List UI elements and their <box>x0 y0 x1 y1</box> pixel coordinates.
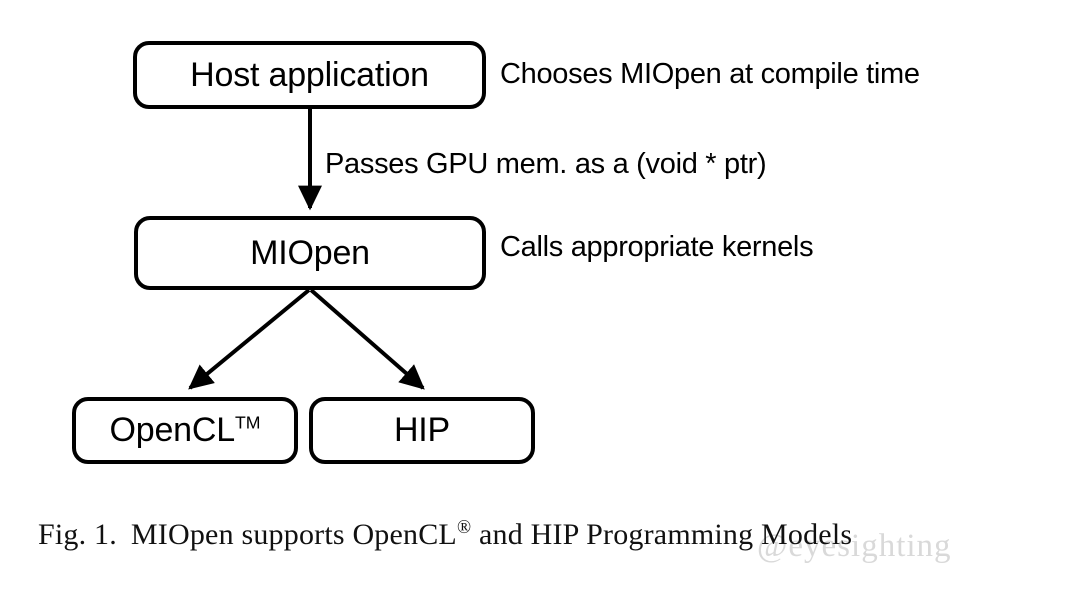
edge-miopen-to-opencl <box>188 288 311 390</box>
node-host-application-label: Host application <box>190 55 429 94</box>
node-opencl[interactable]: OpenCLTM <box>72 397 298 464</box>
annotation-passes-mem: Passes GPU mem. as a (void * ptr) <box>325 148 767 180</box>
node-opencl-label-text: OpenCL <box>109 411 236 449</box>
watermark-text: @eyesighting <box>757 528 952 564</box>
node-miopen-label: MIOpen <box>250 233 370 272</box>
annotation-compile-time: Chooses MIOpen at compile time <box>500 58 920 90</box>
node-opencl-label: OpenCLTM <box>110 411 261 450</box>
node-miopen[interactable]: MIOpen <box>134 216 486 290</box>
annotation-calls-kernels: Calls appropriate kernels <box>500 231 814 263</box>
node-hip-label: HIP <box>393 411 451 449</box>
edge-miopen-to-hip <box>309 288 425 390</box>
figure-caption-text-after: and HIP Programming Models <box>471 518 853 551</box>
node-host-application[interactable]: Host application <box>133 41 486 109</box>
trademark-icon: TM <box>234 412 261 433</box>
figure-caption: Fig. 1. MIOpen supports OpenCL® and HIP P… <box>38 518 1038 552</box>
registered-mark-icon: ® <box>456 517 472 538</box>
figure-caption-text-before: MIOpen supports OpenCL <box>130 518 457 551</box>
node-hip[interactable]: HIP <box>309 397 535 464</box>
figure-caption-number: Fig. 1. <box>38 518 117 551</box>
